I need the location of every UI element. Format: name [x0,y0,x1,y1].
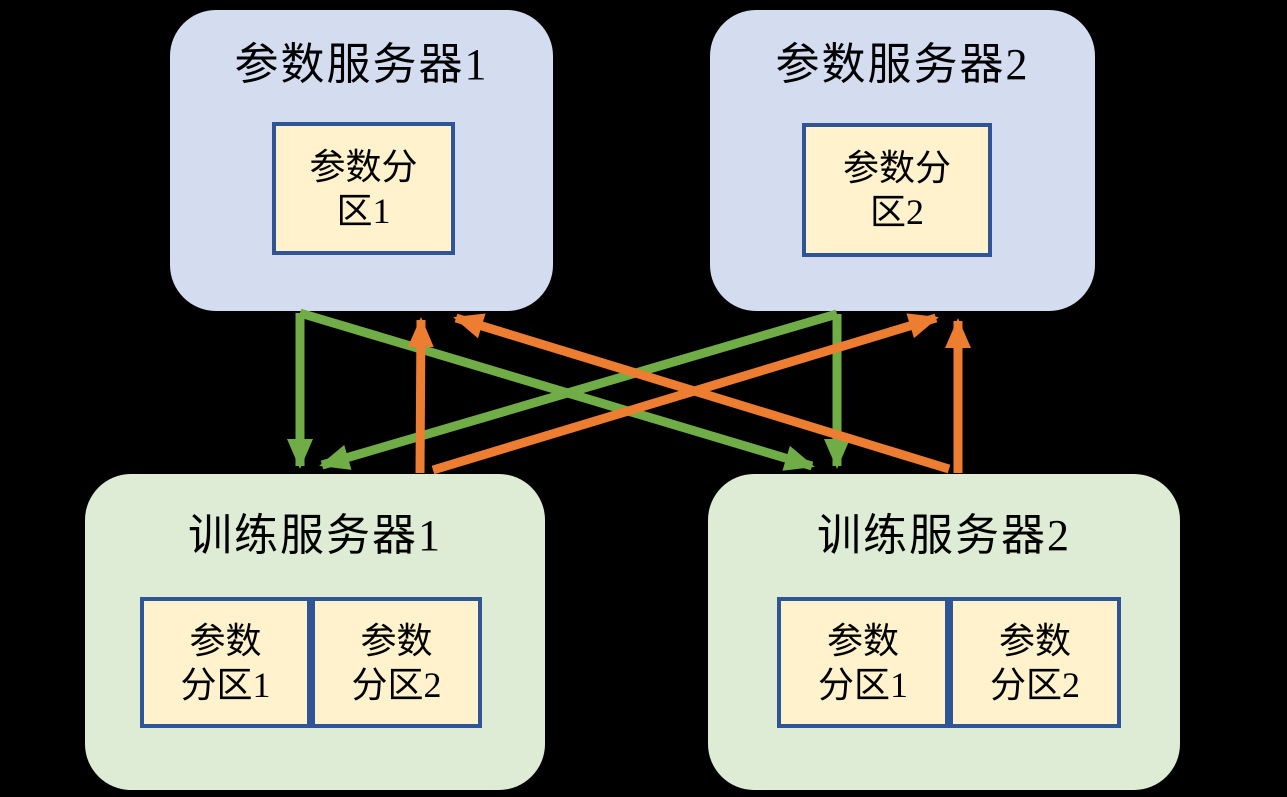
partition-label-line: 参数 [998,620,1071,661]
arrow-push-ts2-to-ps1 [453,313,951,474]
partition-label-line: 分区1 [180,664,271,705]
arrow-push-ts1-to-ps1 [407,317,434,474]
train-server-1-partition-1: 参数 分区1 [140,597,311,728]
node-param-server-1: 参数服务器1 参数分 区1 [170,10,553,311]
partition-label-line: 区1 [336,190,391,231]
partition-label-line: 分区1 [817,664,908,705]
param-server-2-title: 参数服务器2 [775,40,1030,89]
param-server-1-partition-box: 参数分 区1 [272,122,455,255]
node-param-server-2: 参数服务器2 参数分 区2 [710,10,1095,311]
partition-label-line: 参数 [826,620,899,661]
arrow-pull-ps1-to-ts2 [298,308,815,471]
train-server-1-title: 训练服务器1 [188,511,442,560]
partition-label-line: 分区2 [989,664,1080,705]
arrow-pull-ps2-to-ts1 [319,309,839,470]
partition-label-line: 参数 [360,620,433,661]
partition-label-line: 区2 [869,192,924,232]
node-train-server-1: 训练服务器1 参数 分区1 参数 分区2 [85,474,545,790]
train-server-2-partition-1: 参数 分区1 [777,597,949,728]
train-server-2-partition-2: 参数 分区2 [949,597,1121,728]
train-server-2-partitions: 参数 分区1 参数 分区2 [777,597,1121,728]
node-train-server-2: 训练服务器2 参数 分区1 参数 分区2 [708,474,1180,790]
train-server-1-partition-2: 参数 分区2 [311,597,482,728]
partition-label-line: 参数分 [842,148,951,188]
partition-label-line: 参数 [189,620,262,661]
arrow-push-ts1-to-ps2 [431,313,939,475]
param-server-2-partition-box: 参数分 区2 [802,123,992,257]
train-server-2-title: 训练服务器2 [817,511,1071,560]
train-server-1-partitions: 参数 分区1 参数 分区2 [140,597,482,728]
partition-label-line: 参数分 [309,146,418,187]
param-server-1-title: 参数服务器1 [234,40,489,89]
partition-label-line: 分区2 [351,664,442,705]
